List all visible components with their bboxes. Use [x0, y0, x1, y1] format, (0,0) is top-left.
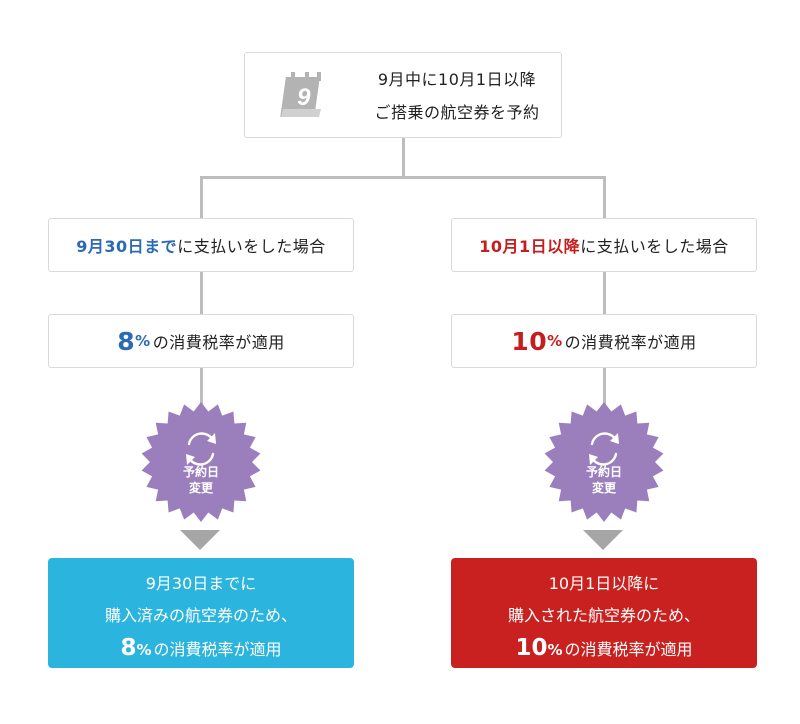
- result-left-rate-number: 8: [120, 635, 137, 661]
- connector-top-stem: [402, 138, 405, 178]
- badge-left: 予約日 変更: [139, 400, 263, 524]
- connector-horizontal: [200, 176, 606, 179]
- result-left-rate-rest: の消費税率が適用: [153, 640, 282, 659]
- rate-left: 8%の消費税率が適用: [48, 314, 354, 368]
- result-right-rate-number: 10: [515, 635, 548, 661]
- rate-left-unit: %: [135, 332, 151, 350]
- top-text: 9月中に10月1日以降 ご搭乗の航空券を予約: [367, 63, 547, 129]
- result-right-rate-unit: %: [547, 641, 563, 659]
- calendar-icon: 9: [280, 72, 321, 117]
- badge-left-line-2: 変更: [188, 481, 213, 495]
- condition-left: 9月30日までに支払いをした場合: [48, 218, 354, 272]
- result-right-line-3: 10%の消費税率が適用: [451, 632, 757, 666]
- result-left-line-2: 購入済みの航空券のため、: [104, 606, 297, 625]
- condition-left-highlight: 9月30日まで: [76, 237, 178, 256]
- badge-right-label: 予約日 変更: [542, 464, 666, 496]
- arrow-down-left: [180, 530, 220, 550]
- refresh-icon: [589, 432, 619, 466]
- connector-left-cond-rate: [200, 272, 203, 314]
- result-right-rate-rest: の消費税率が適用: [564, 640, 693, 659]
- rate-right-number: 10: [511, 326, 548, 356]
- rate-left-number: 8: [117, 326, 136, 356]
- condition-right: 10月1日以降に支払いをした場合: [451, 218, 757, 272]
- top-line-1: 9月中に10月1日以降: [377, 70, 537, 89]
- result-right-line-2: 購入された航空券のため、: [507, 606, 700, 625]
- badge-left-starburst: [141, 402, 261, 522]
- connector-right-rate-badge: [603, 368, 606, 408]
- connector-right-drop: [603, 176, 606, 218]
- result-right: 10月1日以降に 購入された航空券のため、 10%の消費税率が適用: [451, 558, 757, 668]
- rate-right-rest: の消費税率が適用: [564, 333, 697, 352]
- connector-right-cond-rate: [603, 272, 606, 314]
- rate-right: 10%の消費税率が適用: [451, 314, 757, 368]
- rate-right-unit: %: [547, 332, 563, 350]
- connector-left-drop: [200, 176, 203, 218]
- arrow-down-right: [583, 530, 623, 550]
- badge-right-starburst: [544, 402, 664, 522]
- result-left-line-3: 8%の消費税率が適用: [48, 632, 354, 666]
- result-left: 9月30日までに 購入済みの航空券のため、 8%の消費税率が適用: [48, 558, 354, 668]
- condition-right-rest: に支払いをした場合: [580, 237, 729, 256]
- badge-right-line-2: 変更: [591, 481, 616, 495]
- badge-left-label: 予約日 変更: [139, 464, 263, 496]
- badge-right-line-1: 予約日: [585, 465, 622, 479]
- badge-left-line-1: 予約日: [182, 465, 219, 479]
- top-line-2: ご搭乗の航空券を予約: [374, 103, 540, 122]
- calendar-digit: 9: [297, 84, 311, 111]
- result-left-line-1: 9月30日までに: [145, 574, 257, 593]
- condition-left-rest: に支払いをした場合: [177, 237, 326, 256]
- refresh-icon: [186, 432, 216, 466]
- badge-right: 予約日 変更: [542, 400, 666, 524]
- connector-left-rate-badge: [200, 368, 203, 408]
- result-left-rate-unit: %: [136, 641, 152, 659]
- result-right-line-1: 10月1日以降に: [548, 574, 660, 593]
- top-node: 9 9月中に10月1日以降 ご搭乗の航空券を予約: [244, 52, 562, 138]
- rate-left-rest: の消費税率が適用: [152, 333, 285, 352]
- condition-right-highlight: 10月1日以降: [479, 237, 581, 256]
